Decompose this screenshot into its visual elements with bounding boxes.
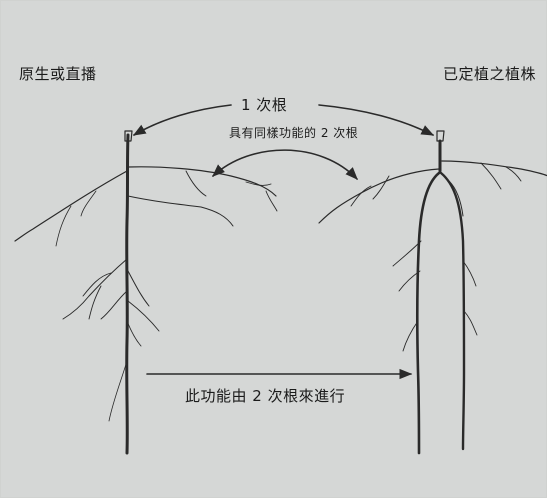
arrows	[132, 104, 435, 380]
right-lateral-root-right	[441, 160, 547, 177]
right-stem-top	[436, 130, 445, 142]
primary-root-arrow-left	[132, 104, 232, 136]
secondary-root-double-arrow	[212, 149, 358, 180]
left-primary-root	[125, 133, 130, 455]
primary-root-arrow-right	[318, 104, 435, 136]
left-lateral-root-mid	[127, 195, 234, 227]
left-lateral-root-left	[14, 170, 128, 242]
function-label: 此功能由 2 次根來進行	[185, 387, 346, 405]
left-title: 原生或直播	[19, 65, 97, 83]
right-secondary-root-right	[439, 171, 466, 451]
left-stem-top	[124, 130, 133, 142]
primary-root-label: 1 次根	[241, 96, 288, 114]
right-secondary-root-left	[416, 171, 441, 455]
right-title: 已定植之植株	[443, 65, 537, 83]
left-lateral-root-right	[127, 166, 277, 197]
right-plant	[318, 130, 547, 455]
secondary-root-label: 具有同樣功能的 2 次根	[229, 126, 359, 140]
